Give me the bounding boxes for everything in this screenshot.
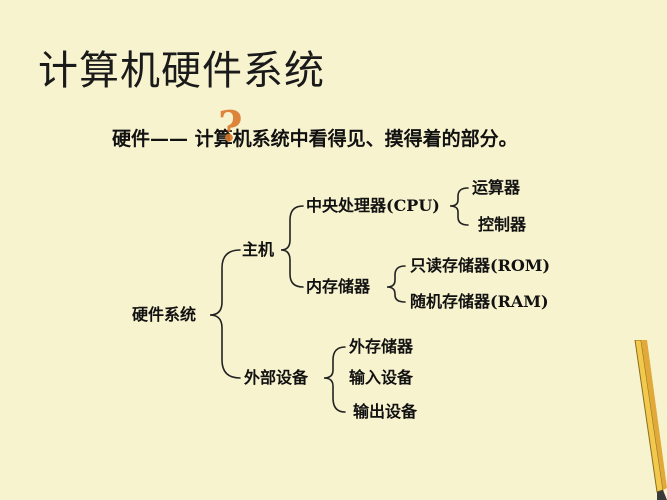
node-external-storage: 外存储器: [349, 337, 414, 356]
brace-memory: [386, 265, 406, 303]
node-main-unit: 主机: [242, 240, 275, 259]
brace-main-unit: [280, 205, 304, 288]
node-controller: 控制器: [478, 215, 527, 234]
hardware-definition: 硬件—— 计算机系统中看得见、摸得着的部分。: [112, 128, 518, 150]
brace-cpu: [449, 187, 469, 226]
node-cpu: 中央处理器(CPU): [306, 196, 440, 215]
node-ram: 随机存储器(RAM): [410, 292, 549, 311]
node-input-devices: 输入设备: [349, 368, 414, 387]
node-hardware-system: 硬件系统: [132, 305, 197, 324]
slide-title: 计算机硬件系统: [38, 48, 325, 94]
node-memory: 内存储器: [306, 277, 371, 296]
node-alu: 运算器: [472, 178, 521, 197]
node-peripherals: 外部设备: [244, 368, 309, 387]
node-output-devices: 输出设备: [353, 402, 418, 421]
brace-peripherals: [323, 346, 346, 413]
question-mark-icon: ?: [218, 102, 243, 151]
brace-root: [209, 249, 241, 379]
node-rom: 只读存储器(ROM): [410, 256, 551, 275]
pencil-icon: [634, 340, 667, 500]
